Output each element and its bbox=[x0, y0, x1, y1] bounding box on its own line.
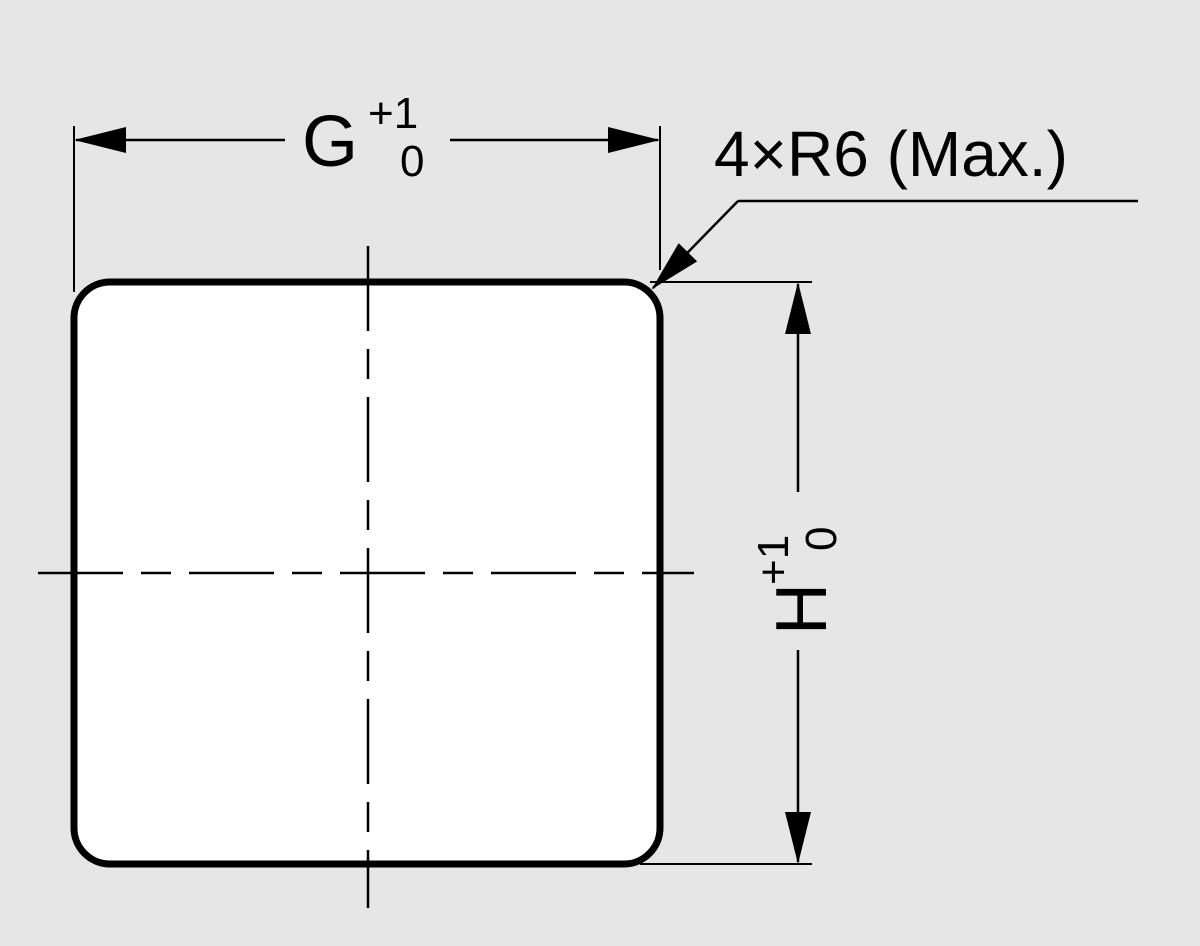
height-dimension-label: H +1 0 bbox=[749, 527, 846, 635]
width-lower-tolerance: 0 bbox=[400, 137, 424, 186]
width-dimension-symbol: G bbox=[302, 102, 358, 182]
height-upper-tolerance: +1 bbox=[749, 535, 798, 585]
width-upper-tolerance: +1 bbox=[368, 89, 418, 138]
height-dimension-symbol: H bbox=[762, 583, 842, 635]
corner-callout-leader bbox=[651, 200, 739, 290]
height-lower-tolerance: 0 bbox=[797, 527, 846, 551]
corner-callout-text: 4×R6 (Max.) bbox=[714, 118, 1068, 190]
